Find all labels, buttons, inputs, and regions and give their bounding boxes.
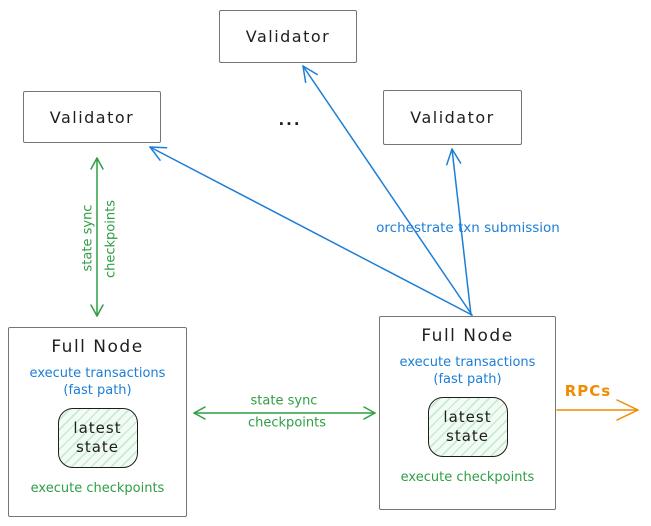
full-node-box-right: Full Node execute transactions (fast pat…: [379, 316, 556, 510]
latest-state-left-line2: state: [76, 438, 119, 456]
validator-box-left: Validator: [23, 91, 161, 143]
mid-state-sync-label-line1: state sync: [250, 393, 318, 409]
latest-state-right-line1: latest: [443, 408, 492, 427]
latest-state-left-line1: latest: [73, 419, 122, 438]
rpcs-label: RPCs: [564, 382, 612, 400]
validator-left-label: Validator: [49, 107, 135, 127]
latest-state-right-line2: state: [446, 427, 489, 445]
validator-top-label: Validator: [245, 27, 331, 46]
full-node-left-execute-transactions: execute transactions: [29, 366, 166, 381]
validator-box-right: Validator: [383, 90, 522, 145]
orchestrate-arrow-to-left-validator: [149, 146, 473, 316]
orchestrate-arrow-to-right-validator: [446, 148, 472, 316]
full-node-right-fast-path: (fast path): [433, 372, 502, 387]
mid-state-sync-label-line2: checkpoints: [248, 415, 326, 431]
orchestrate-arrow-to-top-validator: [302, 65, 473, 316]
left-state-sync-label-line2: checkpoints: [103, 200, 119, 278]
full-node-left-fast-path: (fast path): [63, 383, 132, 398]
validators-ellipsis: ...: [278, 111, 302, 129]
full-node-right-title: Full Node: [421, 326, 514, 346]
full-node-right-execute-checkpoints: execute checkpoints: [400, 470, 535, 485]
orchestrate-txn-submission-label: orchestrate txn submission: [376, 220, 560, 236]
full-node-left-title: Full Node: [51, 337, 144, 357]
latest-state-box-left: latest state: [57, 408, 138, 468]
latest-state-box-right: latest state: [427, 397, 508, 457]
full-node-box-left: Full Node execute transactions (fast pat…: [8, 327, 187, 517]
full-node-right-execute-transactions: execute transactions: [399, 355, 536, 370]
left-state-sync-label-line1: state sync: [80, 204, 96, 272]
validator-box-top: Validator: [219, 10, 357, 63]
full-node-left-execute-checkpoints: execute checkpoints: [30, 481, 165, 496]
validator-right-label: Validator: [410, 108, 495, 127]
